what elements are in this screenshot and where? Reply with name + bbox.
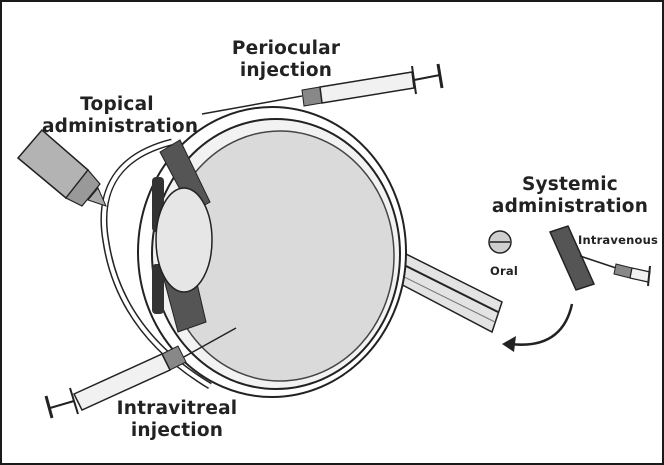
intravenous-label: Intravenous <box>578 234 658 248</box>
lens <box>156 188 212 292</box>
oral-label: Oral <box>486 265 522 279</box>
curved-arrow-icon <box>502 304 572 352</box>
eye-drop-bottle-icon <box>18 130 106 206</box>
oral-pill-icon <box>489 231 511 253</box>
